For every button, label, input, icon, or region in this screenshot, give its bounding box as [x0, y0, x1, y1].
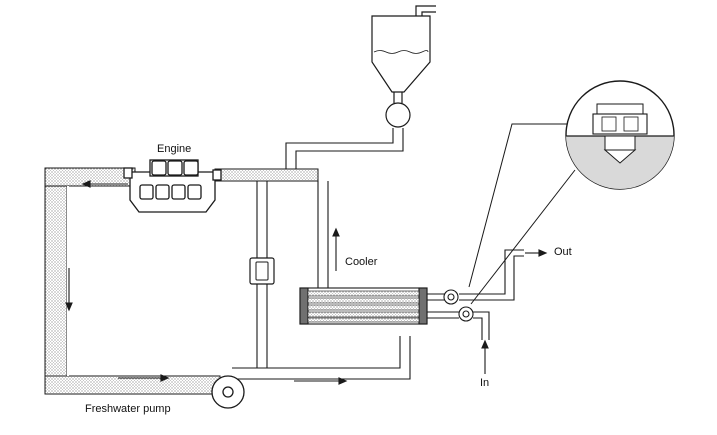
freshwater-pump	[211, 375, 245, 409]
flow-arrows	[65, 180, 548, 385]
engine-label: Engine	[157, 143, 192, 155]
lens-pointer-lines	[468, 123, 576, 305]
heat-exchanger	[299, 287, 428, 325]
anode-detail-lens	[565, 80, 675, 190]
freshwater-pump-label: Freshwater pump	[85, 403, 171, 415]
anode-plugs	[443, 289, 474, 322]
cooler-label: Cooler	[345, 256, 378, 268]
freshwater-pipes	[232, 128, 411, 380]
out-label: Out	[554, 246, 572, 258]
seawater-pipes	[427, 249, 524, 340]
engine-block	[123, 159, 222, 213]
thermostat-valve	[249, 257, 275, 285]
in-label: In	[480, 377, 490, 389]
expansion-tank	[371, 5, 436, 128]
